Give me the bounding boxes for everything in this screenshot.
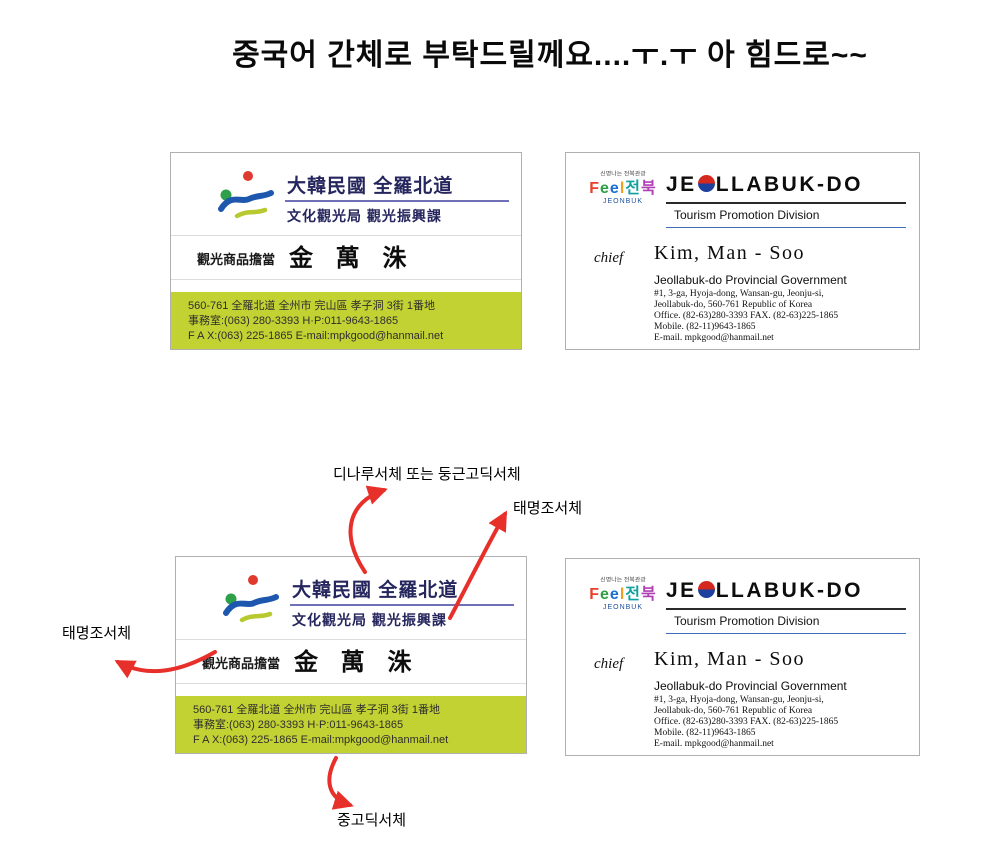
font-annotation-left: 태명조서체 xyxy=(62,625,132,642)
logo-wordmark: Feel전북 xyxy=(589,180,657,197)
person-name-english: Kim, Man - Soo xyxy=(654,242,805,264)
font-annotation-top: 디나루서체 또는 둥근고딕서체 xyxy=(333,466,521,483)
person-name: 金 萬 洙 xyxy=(294,649,420,676)
divider xyxy=(666,608,906,610)
handwritten-request-title: 중국어 간체로 부탁드릴께요....ㅜ.ㅜ 아 힘드로~~ xyxy=(232,39,868,72)
org-name-line2: 文化觀光局 觀光振興課 xyxy=(287,208,442,224)
mobile-line: Mobile. (82-11)9643-1865 xyxy=(654,322,756,332)
org-name-prefix: JE xyxy=(666,173,697,196)
business-card-korean: 大韓民國 全羅北道 文化觀光局 觀光振興課 觀光商品擔當 金 萬 洙 560-7… xyxy=(175,556,527,754)
divider xyxy=(666,202,906,204)
divider xyxy=(666,227,906,228)
address-block: 560-761 全羅北道 全州市 完山區 孝子洞 3街 1番地 事務室:(063… xyxy=(176,696,526,753)
arrow-to-bottom-annotation xyxy=(327,756,354,810)
address-line: #1, 3-ga, Hyoja-dong, Wansan-gu, Jeonju-… xyxy=(654,695,824,705)
job-title: chief xyxy=(594,656,624,672)
business-card-korean: 大韓民國 全羅北道 文化觀光局 觀光振興課 觀光商品擔當 金 萬 洙 560-7… xyxy=(170,152,522,350)
person-name: 金 萬 洙 xyxy=(289,245,415,272)
address-line: #1, 3-ga, Hyoja-dong, Wansan-gu, Jeonju-… xyxy=(654,289,824,299)
jeonbuk-province-symbol-logo xyxy=(223,575,279,623)
business-card-english: 신명나는 전북관광 Feel전북 JEONBUK JE LLABUK-DO Tou… xyxy=(565,152,920,350)
government-name: Jeollabuk-do Provincial Government xyxy=(654,679,847,693)
divider xyxy=(176,683,526,684)
tourism-brand-logo: 신명나는 전북관광 Feel전북 JEONBUK xyxy=(582,169,664,205)
taegeuk-icon xyxy=(697,581,715,598)
org-name-suffix: LLABUK-DO xyxy=(715,173,863,196)
job-role: 觀光商品擔當 xyxy=(202,656,281,671)
job-title: chief xyxy=(594,250,624,266)
taegeuk-icon xyxy=(697,175,715,192)
logo-slogan-text: 신명나는 전북관광 xyxy=(600,171,646,178)
org-name-prefix: JE xyxy=(666,579,697,602)
org-name-english: JE LLABUK-DO xyxy=(666,173,863,197)
fax-email-line: F A X:(063) 225-1865 E-mail:mpkgood@hanm… xyxy=(188,330,444,342)
logo-caption: JEONBUK xyxy=(602,604,644,611)
font-annotation-bottom: 중고딕서체 xyxy=(337,812,407,829)
address-block-english: #1, 3-ga, Hyoja-dong, Wansan-gu, Jeonju-… xyxy=(654,289,838,344)
jeonbuk-province-symbol-logo xyxy=(218,171,274,219)
office-fax-line: Office. (82-63)280-3393 FAX. (82-63)225-… xyxy=(654,717,839,727)
org-name-line1: 大韓民國 全羅北道 xyxy=(287,176,454,197)
email-line: E-mail. mpkgood@hanmail.net xyxy=(654,333,774,343)
org-name-line2: 文化觀光局 觀光振興課 xyxy=(292,612,447,628)
org-name-english: JE LLABUK-DO xyxy=(666,579,863,603)
fax-email-line: F A X:(063) 225-1865 E-mail:mpkgood@hanm… xyxy=(193,734,449,746)
address-line: 560-761 全羅北道 全州市 完山區 孝子洞 3街 1番地 xyxy=(193,704,440,716)
divider xyxy=(171,279,521,280)
address-block: 560-761 全羅北道 全州市 完山區 孝子洞 3街 1番地 事務室:(063… xyxy=(171,292,521,349)
divider xyxy=(176,639,526,640)
mobile-line: Mobile. (82-11)9643-1865 xyxy=(654,728,756,738)
phone-line: 事務室:(063) 280-3393 H·P:011-9643-1865 xyxy=(193,719,404,731)
phone-line: 事務室:(063) 280-3393 H·P:011-9643-1865 xyxy=(188,315,399,327)
division-name: Tourism Promotion Division xyxy=(674,614,820,628)
email-line: E-mail. mpkgood@hanmail.net xyxy=(654,739,774,749)
job-role: 觀光商品擔當 xyxy=(197,252,276,267)
divider xyxy=(290,604,514,606)
divider xyxy=(285,200,509,202)
person-name-english: Kim, Man - Soo xyxy=(654,648,805,670)
divider xyxy=(666,633,906,634)
address-line: Jeollabuk-do, 560-761 Republic of Korea xyxy=(654,300,813,310)
tourism-brand-logo: 신명나는 전북관광 Feel전북 JEONBUK xyxy=(582,575,664,611)
org-name-suffix: LLABUK-DO xyxy=(715,579,863,602)
address-line: 560-761 全羅北道 全州市 完山區 孝子洞 3街 1番地 xyxy=(188,300,435,312)
font-annotation-right: 태명조서체 xyxy=(513,500,583,517)
logo-caption: JEONBUK xyxy=(602,198,644,205)
logo-wordmark: Feel전북 xyxy=(589,586,657,603)
logo-slogan-text: 신명나는 전북관광 xyxy=(600,577,646,584)
address-line: Jeollabuk-do, 560-761 Republic of Korea xyxy=(654,706,813,716)
divider xyxy=(171,235,521,236)
office-fax-line: Office. (82-63)280-3393 FAX. (82-63)225-… xyxy=(654,311,839,321)
business-card-english: 신명나는 전북관광 Feel전북 JEONBUK JE LLABUK-DO Tou… xyxy=(565,558,920,756)
division-name: Tourism Promotion Division xyxy=(674,208,820,222)
org-name-line1: 大韓民國 全羅北道 xyxy=(292,580,459,601)
address-block-english: #1, 3-ga, Hyoja-dong, Wansan-gu, Jeonju-… xyxy=(654,695,838,750)
government-name: Jeollabuk-do Provincial Government xyxy=(654,273,847,287)
